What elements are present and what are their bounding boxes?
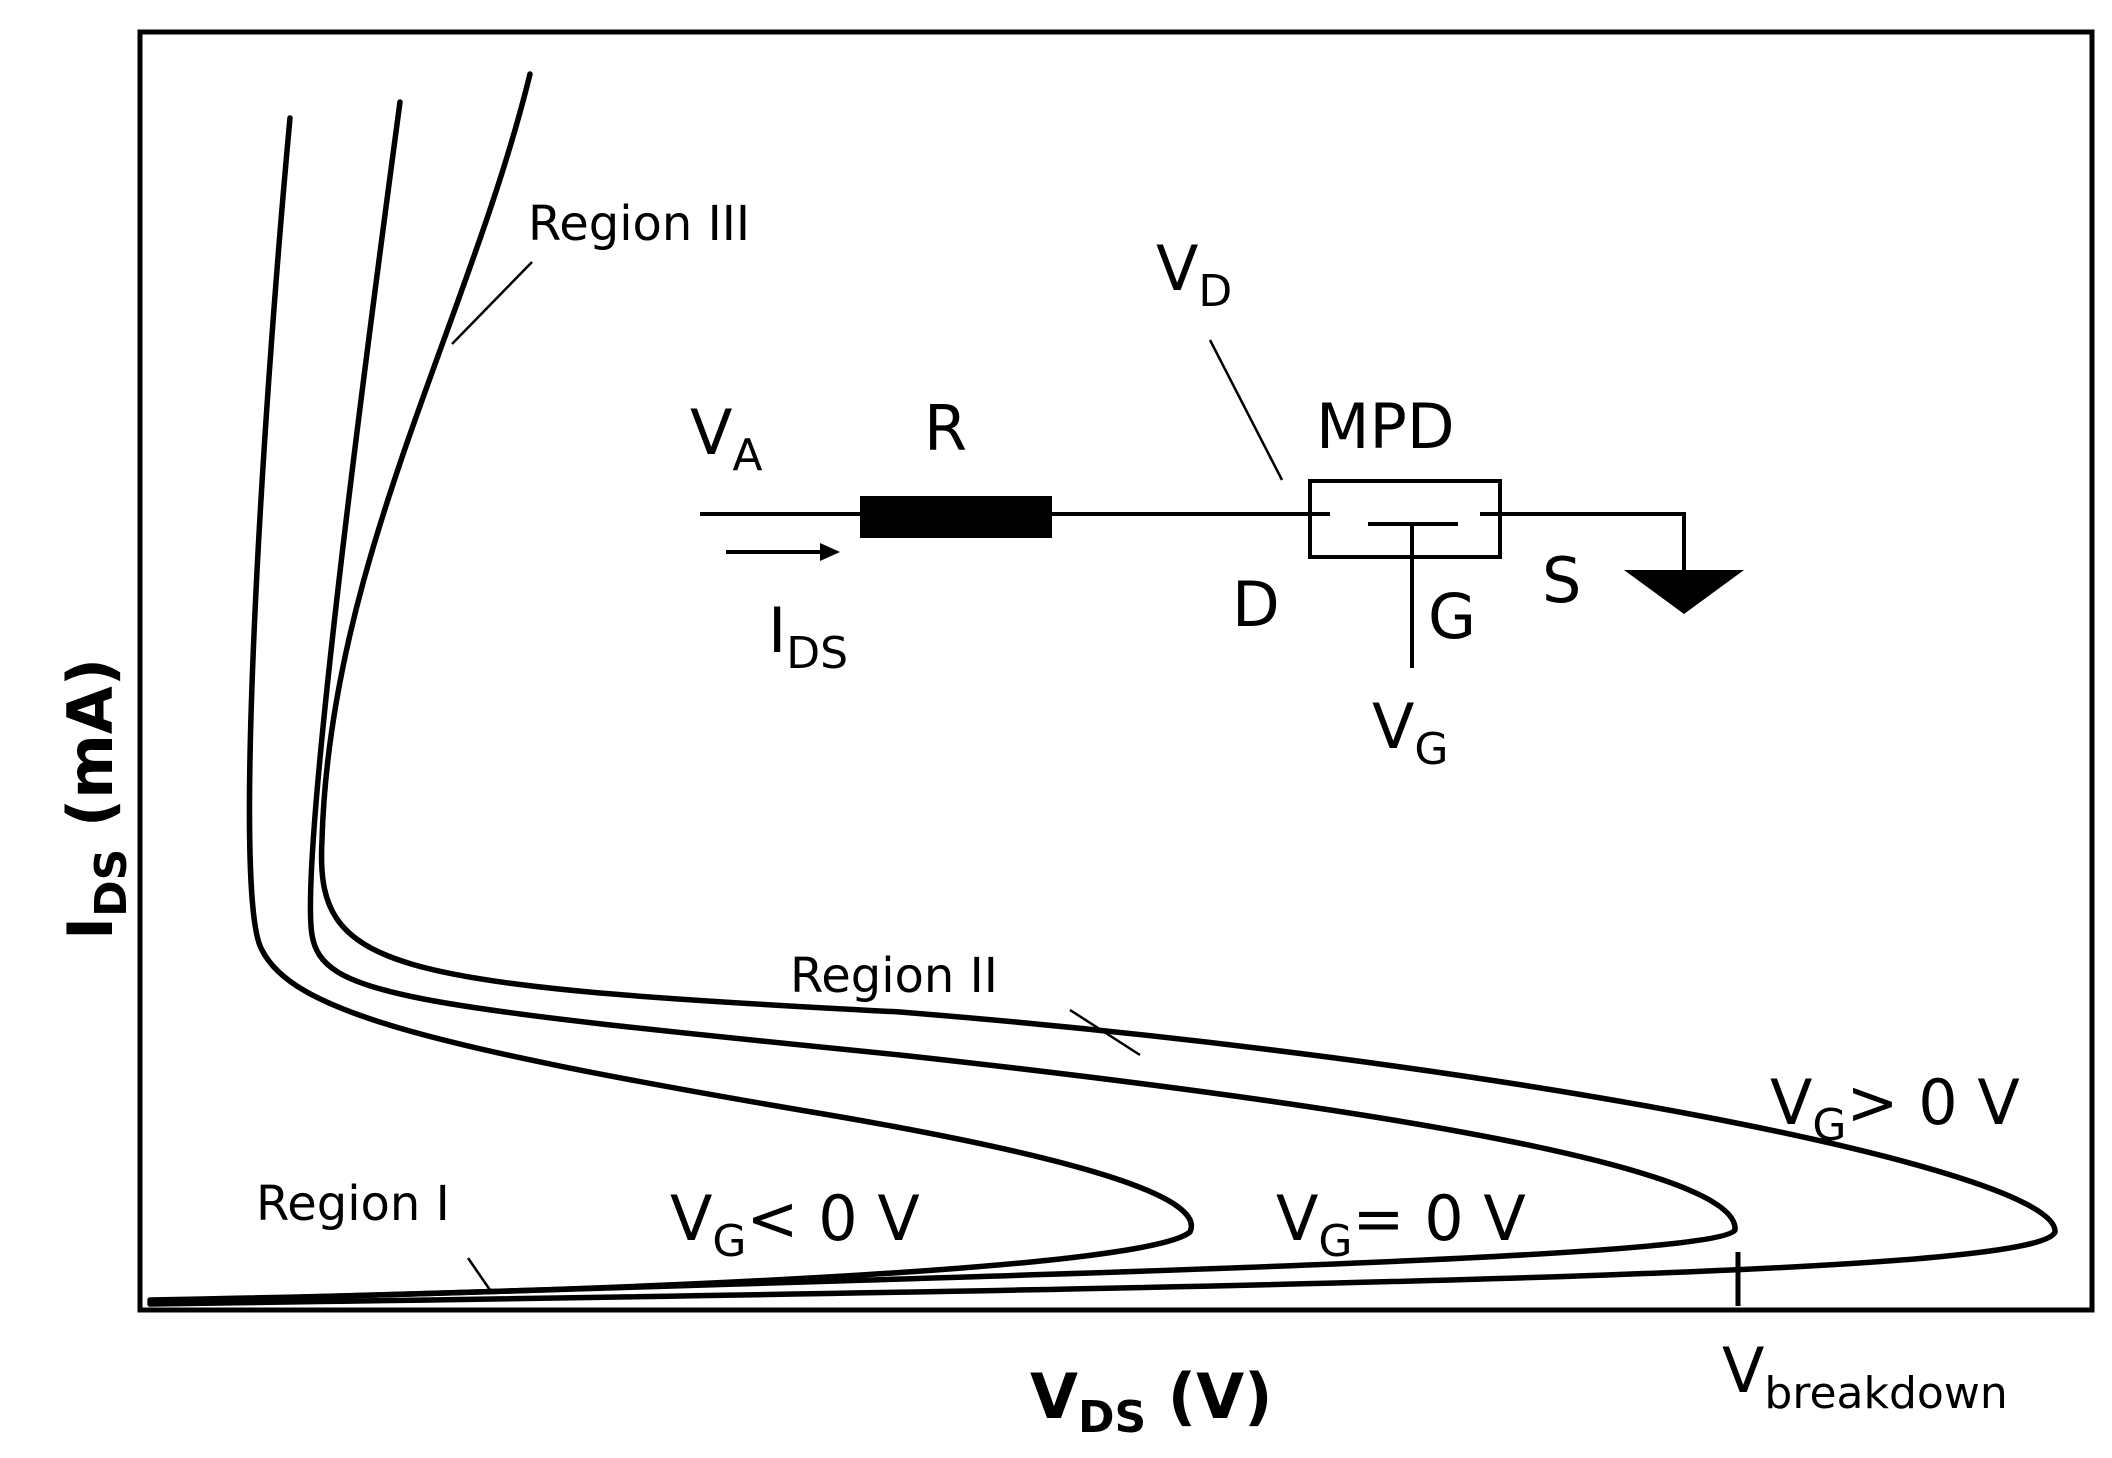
mpd-device-box	[1308, 479, 1502, 559]
x-axis-label: VDS (V)	[1030, 1360, 1272, 1443]
source-label: S	[1542, 544, 1581, 617]
region2-label: Region II	[790, 948, 998, 1004]
vd-leader	[1208, 339, 1284, 481]
ground-icon	[1624, 570, 1744, 614]
region3-label: Region III	[528, 196, 750, 252]
source-wire	[1500, 512, 1686, 570]
curve-vg-negative	[147, 115, 1195, 1303]
y-axis-label: IDS (mA)	[54, 658, 137, 940]
region3-leader	[451, 261, 533, 345]
region1-label: Region I	[256, 1176, 450, 1232]
curve-vg-positive	[147, 71, 2058, 1307]
region2-leader	[1069, 1008, 1141, 1057]
plot-frame	[137, 29, 2095, 1313]
resistor-symbol	[860, 496, 1052, 538]
circuit-schematic	[700, 339, 1744, 668]
region1-leader	[466, 1257, 492, 1291]
curve-label-vg-negative: VG< 0 V	[670, 1182, 920, 1267]
curve-label-vg-zero: VG= 0 V	[1276, 1182, 1526, 1267]
vd-label: VD	[1156, 232, 1232, 317]
curve-vg-zero	[147, 99, 1738, 1305]
mpd-label: MPD	[1316, 390, 1455, 463]
vg-label: VG	[1372, 690, 1449, 775]
ids-label: IDS	[768, 594, 848, 679]
gate-label: G	[1428, 580, 1476, 653]
va-label: VA	[690, 396, 763, 481]
resistor-label: R	[924, 392, 967, 465]
curve-label-vg-positive: VG> 0 V	[1770, 1066, 2020, 1151]
drain-label: D	[1232, 568, 1280, 641]
current-arrow-icon	[820, 543, 840, 561]
breakdown-label: Vbreakdown	[1722, 1334, 2008, 1419]
